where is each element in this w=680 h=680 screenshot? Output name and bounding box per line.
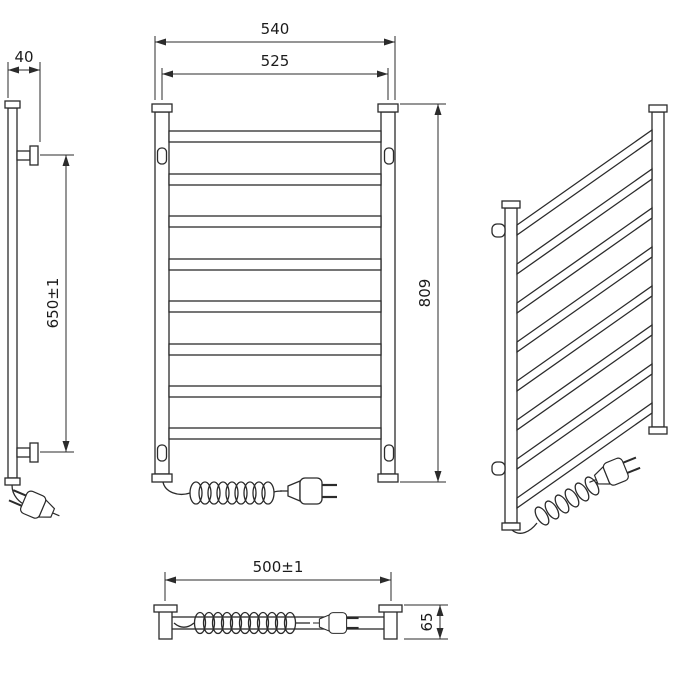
coiled-cable-icon	[511, 476, 603, 534]
rung	[516, 128, 653, 237]
coiled-cable-icon	[162, 481, 283, 505]
left-rail-bottom-cap	[501, 522, 521, 531]
rung	[168, 173, 382, 186]
rung	[168, 215, 382, 228]
dimension-top-depth: 65	[404, 604, 448, 640]
rung	[516, 362, 653, 471]
rung	[516, 401, 653, 510]
rung	[168, 258, 382, 271]
wall-bracket	[491, 223, 506, 238]
mount-point	[156, 444, 168, 462]
side-rail-bottom-cap	[4, 477, 21, 486]
dim-809-label: 809	[416, 279, 434, 308]
side-rail	[7, 107, 18, 479]
wall-bracket-stem	[16, 447, 31, 458]
right-rail	[380, 111, 396, 475]
power-plug-icon	[5, 483, 66, 528]
right-rail-bottom-cap	[648, 426, 668, 435]
dim-650-label: 650±1	[44, 278, 62, 329]
side-rail-top-cap	[4, 100, 21, 109]
mount-point	[383, 147, 395, 165]
wall-bracket-stem	[16, 150, 31, 161]
left-rail-cap	[153, 604, 178, 613]
right-rail	[651, 111, 665, 428]
rung	[168, 385, 382, 398]
left-rail-top-cap	[151, 103, 173, 113]
left-rail-top-cap	[501, 200, 521, 209]
front-view: 540 525 809	[151, 20, 446, 506]
rung	[168, 130, 382, 143]
perspective-view	[491, 104, 668, 534]
left-rail-section	[158, 610, 173, 640]
rung	[516, 206, 653, 315]
dim-65-label: 65	[418, 612, 436, 631]
left-rail-bottom-cap	[151, 473, 173, 483]
rung	[516, 167, 653, 276]
dimension-side-depth: 40	[7, 48, 41, 142]
wall-bracket-flange	[29, 145, 39, 166]
rung	[168, 343, 382, 356]
right-rail-top-cap	[648, 104, 668, 113]
right-rail-bottom-cap	[377, 473, 399, 483]
mount-point	[383, 444, 395, 462]
rung	[516, 245, 653, 354]
rung	[516, 284, 653, 393]
dim-40-label: 40	[14, 48, 33, 66]
power-plug-icon	[278, 476, 339, 506]
right-rail-top-cap	[377, 103, 399, 113]
coiled-cable-icon	[173, 611, 310, 635]
left-rail	[504, 207, 518, 524]
dimension-top-width: 500±1	[164, 558, 392, 601]
dim-525-label: 525	[261, 52, 290, 70]
left-rail	[154, 111, 170, 475]
rung	[516, 323, 653, 432]
rung	[168, 427, 382, 440]
right-rail-cap	[378, 604, 403, 613]
mount-point	[156, 147, 168, 165]
wall-bracket-flange	[29, 442, 39, 463]
dim-540-label: 540	[261, 20, 290, 38]
dim-500-label: 500±1	[253, 558, 304, 576]
dimension-outer-width: 540	[154, 20, 396, 100]
dimension-center-width: 525	[161, 52, 389, 100]
dimension-height: 809	[400, 103, 446, 483]
rung	[168, 300, 382, 313]
wall-bracket	[491, 461, 506, 476]
right-rail-section	[383, 610, 398, 640]
dimension-mount-spacing: 650±1	[40, 154, 74, 453]
top-view: 500±1 65	[153, 558, 448, 640]
power-plug-icon	[583, 450, 644, 495]
side-view: 40 650±1	[4, 48, 74, 528]
